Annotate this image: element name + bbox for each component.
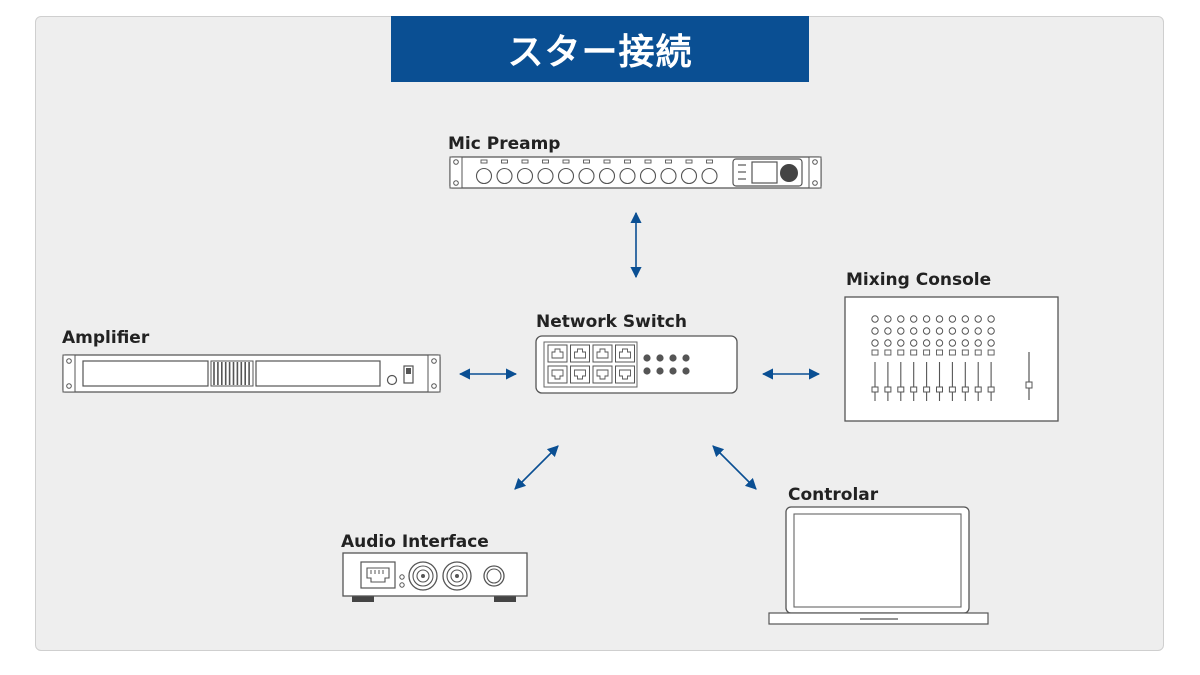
arrow-switch-controller — [712, 445, 757, 490]
mixing-console-device — [844, 296, 1059, 422]
diagram-title: スター接続 — [507, 32, 693, 73]
mic-preamp-device — [449, 156, 822, 189]
mic-preamp-label: Mic Preamp — [448, 134, 561, 154]
controller-label: Controlar — [788, 485, 879, 505]
laptop-device — [768, 506, 989, 625]
audio-interface-device — [342, 552, 528, 602]
network-switch-label: Network Switch — [536, 312, 687, 332]
arrow-switch-audio-interface — [514, 445, 559, 490]
title-banner: スター接続 — [391, 16, 809, 82]
network-switch-device — [535, 335, 738, 394]
amplifier-label: Amplifier — [62, 328, 150, 348]
amplifier-device — [62, 354, 441, 393]
audio-interface-label: Audio Interface — [341, 532, 489, 552]
mixing-console-label: Mixing Console — [846, 270, 992, 290]
